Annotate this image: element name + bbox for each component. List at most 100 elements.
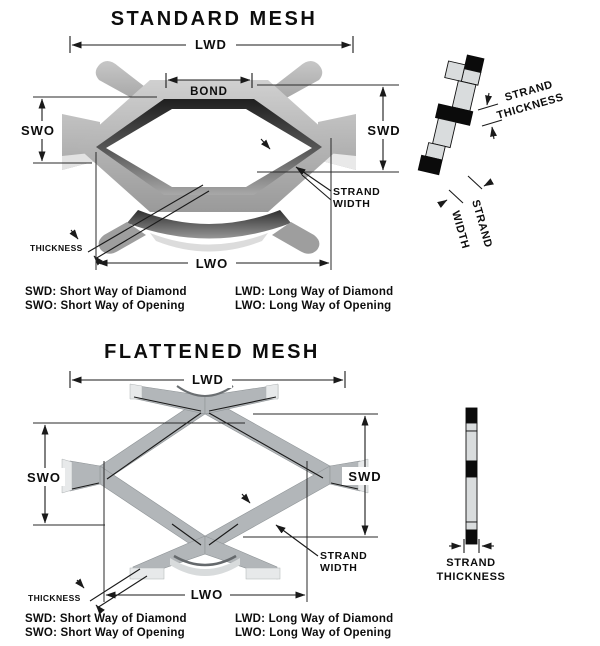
cs-width-arrow-left (437, 199, 448, 209)
standard-swd-dimension: SWD (257, 84, 407, 173)
flat-strand-width-pointer-arrow (241, 493, 251, 504)
flattened-strand-bottom-left (99, 465, 206, 555)
flat-swd-label-bg (342, 467, 388, 485)
swd-label-bg (361, 121, 407, 139)
flattened-opening-shadow-bottom-left (171, 523, 202, 546)
flattened-strand-width-label-2: WIDTH (320, 562, 357, 574)
flattened-stub-shadow-upper-right (208, 396, 277, 412)
zigzag-strand-cell (444, 60, 466, 82)
cs-thickness-tick-1 (477, 103, 499, 111)
standard-lower-left-wing-strand (98, 222, 146, 254)
flattened-stub-shadow-upper-left (133, 396, 202, 412)
strand-width-pointer-arrow (260, 138, 271, 150)
standard-mesh-title: STANDARD MESH (111, 8, 318, 30)
standard-bottom-lip (127, 210, 291, 239)
thickness-line-1 (87, 184, 204, 253)
strip-strand-cell (465, 422, 478, 432)
strand-width-leader-arrow (295, 166, 332, 192)
legend-lwo-definition: LWO: Long Way of Opening (235, 627, 391, 639)
flattened-mesh-title: FLATTENED MESH (104, 341, 320, 363)
flattened-opening-shadow-left (106, 412, 202, 480)
standard-legend: SWD: Short Way of Diamond SWO: Short Way… (25, 286, 393, 312)
standard-lwd-label: LWD (195, 37, 227, 52)
standard-strand-width-callout: STRAND WIDTH (260, 138, 380, 210)
cs-width-tick-2 (448, 189, 464, 204)
flattened-thickness-label: THICKNESS (28, 593, 81, 603)
legend-swo-definition: SWO: Short Way of Opening (25, 300, 185, 312)
flattened-top-notch-shadow (176, 385, 234, 397)
flattened-left-stub (69, 460, 101, 492)
flattened-mesh-section: FLATTENED MESH (23, 341, 505, 639)
flat-cs-strand-thickness-label-1: STRAND (446, 557, 495, 569)
legend-lwd-definition: LWD: Long Way of Diamond (235, 286, 393, 298)
legend-swd-definition: SWD: Short Way of Diamond (25, 286, 187, 298)
flattened-legend: SWD: Short Way of Diamond SWO: Short Way… (25, 613, 393, 639)
swo-label-bg (16, 121, 60, 139)
standard-bottom-lip-highlight (150, 233, 268, 252)
strip-strand-cell (465, 476, 478, 523)
standard-lwd-dimension: LWD (69, 36, 354, 53)
thickness-line-2 (94, 190, 210, 260)
legend-lwd-definition: LWD: Long Way of Diamond (235, 613, 393, 625)
standard-strand-width-label-2: WIDTH (333, 198, 370, 210)
flat-lwo-label-bg (185, 586, 230, 603)
cs-strand-width-label-1: STRAND (469, 199, 494, 250)
legend-swd-definition: SWD: Short Way of Diamond (25, 613, 187, 625)
standard-thickness-callout: THICKNESS (30, 184, 210, 266)
cs-width-tick-1 (467, 175, 483, 190)
flat-swo-label-bg (23, 468, 65, 486)
flattened-strand-bottom-right (204, 465, 331, 555)
standard-thickness-label: THICKNESS (30, 243, 83, 253)
lwo-label-bg (188, 254, 236, 271)
standard-swo-dimension: SWO (16, 96, 157, 164)
zigzag-bond-bottom (417, 154, 443, 176)
standard-cross-section-zigzag (417, 54, 485, 176)
flattened-stub-shadow-right (330, 482, 359, 490)
flat-thickness-arrow-lower (95, 604, 105, 615)
lwd-label-bg (186, 36, 236, 53)
flattened-strand-width-callout: STRAND WIDTH (241, 493, 367, 574)
flattened-bottom-lip-shadow (173, 554, 237, 567)
thickness-arrow-upper (69, 229, 79, 240)
flattened-cap-lower-left (129, 567, 165, 580)
flattened-thickness-callout: THICKNESS (28, 568, 148, 615)
standard-mesh-section: STANDARD MESH LWD (16, 8, 565, 312)
standard-swo-label: SWO (21, 123, 55, 138)
flattened-cross-section: STRAND THICKNESS (437, 407, 505, 583)
standard-lwo-dimension: LWO (95, 138, 332, 271)
flattened-mesh-drawing (61, 378, 369, 580)
flattened-swo-label: SWO (27, 470, 61, 485)
cs-thickness-tick-2 (481, 119, 503, 127)
legend-swo-definition: SWO: Short Way of Opening (25, 627, 185, 639)
strip-bond-middle (465, 460, 478, 478)
standard-lwo-label: LWO (196, 256, 229, 271)
flattened-lwo-dimension: LWO (103, 461, 308, 603)
standard-diamond-opening (106, 109, 312, 187)
flattened-cap-upper-left (129, 383, 143, 400)
flattened-swo-dimension: SWO (23, 422, 245, 526)
zigzag-strand-cell (451, 80, 477, 112)
standard-bond-label: BOND (190, 86, 228, 98)
standard-lower-right-wing-strand (272, 222, 320, 254)
cs-strand-width-label-2: WIDTH (449, 210, 471, 251)
flattened-lwd-dimension: LWD (69, 371, 346, 388)
strand-width-leader-line (301, 174, 332, 201)
flattened-lwd-label: LWD (192, 372, 224, 387)
standard-mesh-drawing (62, 60, 356, 254)
strip-strand-cell (465, 521, 478, 531)
strip-strand-cell (465, 430, 478, 462)
flattened-opening-shadow-right (208, 412, 324, 479)
flat-thickness-line-1 (89, 568, 141, 602)
flattened-cap-lower-right (245, 567, 281, 580)
flattened-stub-shadow-left (71, 482, 100, 490)
cs-thickness-arrow-top (485, 92, 493, 106)
standard-bond-dimension: BOND (165, 73, 253, 98)
zigzag-strand-cell (432, 117, 457, 149)
flat-strand-width-leader-arrow (275, 524, 319, 557)
flattened-swd-label: SWD (348, 469, 381, 484)
standard-strand-width-label-1: STRAND (333, 186, 380, 198)
cs-thickness-arrow-bottom (490, 126, 498, 140)
strip-bond-top (465, 407, 478, 424)
